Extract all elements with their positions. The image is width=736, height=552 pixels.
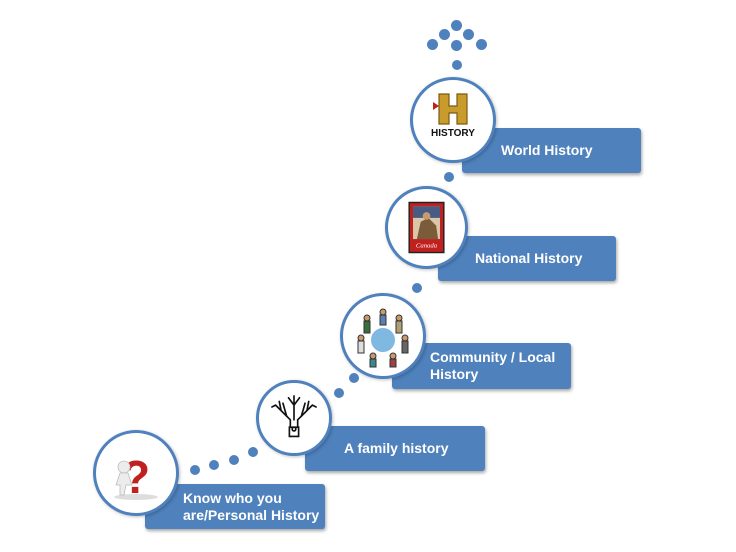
arrow-dot <box>427 39 438 50</box>
poster-text: Canada <box>416 243 438 250</box>
step-personal-history-label: Know who you are/Personal History <box>183 489 320 523</box>
community-circle-icon <box>340 293 426 379</box>
step-national-history-box: National History <box>438 236 616 281</box>
history-logo-icon: HISTORY <box>410 77 496 163</box>
step-world-history-label: World History <box>501 142 593 158</box>
connector-dot <box>190 465 200 475</box>
arrow-dot <box>476 39 487 50</box>
connector-dot <box>444 172 454 182</box>
step-family-history-label: A family history <box>344 440 449 456</box>
canada-poster-icon: Canada <box>385 186 468 269</box>
connector-dot <box>412 283 422 293</box>
arrow-dot <box>463 29 474 40</box>
history-logo-text: HISTORY <box>431 128 475 139</box>
step-community-history-label: Community / Local History <box>430 349 556 382</box>
step-national-history-label: National History <box>475 250 583 266</box>
arrow-dot <box>452 60 462 70</box>
connector-dot <box>248 447 258 457</box>
connector-dot <box>209 460 219 470</box>
arrow-dot <box>451 40 462 51</box>
connector-dot <box>334 388 344 398</box>
arrow-dot <box>451 20 462 31</box>
arrow-dot <box>439 29 450 40</box>
question-person-icon: ? <box>93 430 179 516</box>
connector-dot <box>349 373 359 383</box>
family-tree-icon <box>256 380 332 456</box>
connector-dot <box>229 455 239 465</box>
step-family-history-box: A family history <box>305 426 485 471</box>
step-personal-history-box: Know who you are/Personal History <box>145 484 325 529</box>
